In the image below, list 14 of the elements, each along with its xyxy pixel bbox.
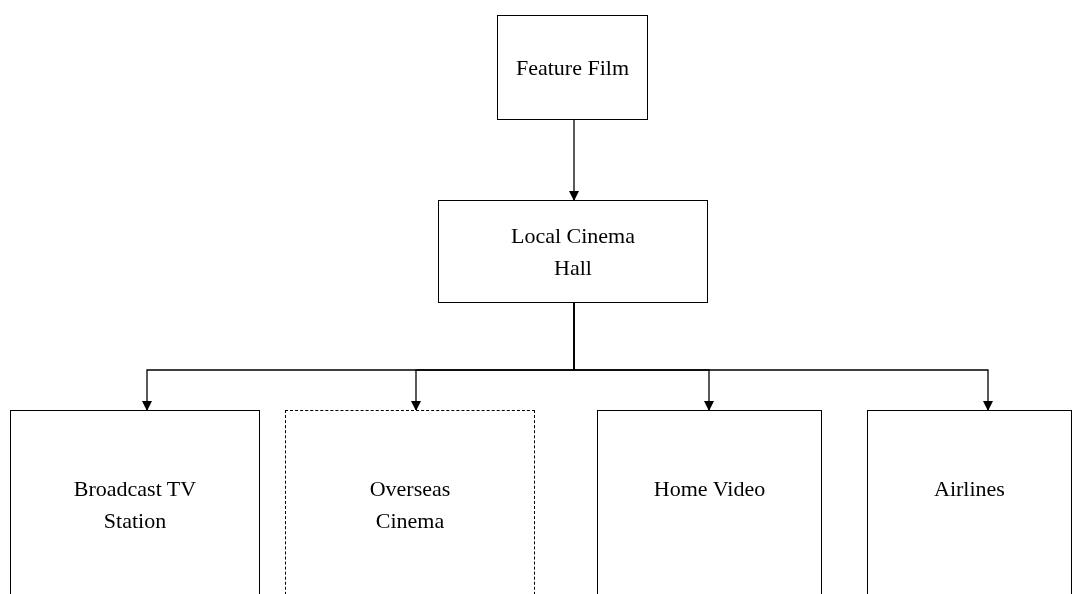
box-label: Overseas Cinema	[368, 475, 452, 535]
box-label: Airlines	[933, 475, 1006, 503]
arrow	[569, 119, 579, 201]
process-box	[497, 15, 648, 120]
process-box	[597, 410, 822, 594]
process-box	[10, 410, 260, 594]
box-label: Local Cinema Hall	[510, 221, 636, 282]
process-box	[867, 410, 1072, 594]
box-label: Broadcast TV Station	[72, 475, 198, 535]
process-box	[285, 410, 535, 594]
box-label: Feature Film	[514, 53, 630, 82]
process-box	[438, 200, 708, 303]
box-label: Home Video	[652, 475, 767, 503]
arrow	[573, 302, 993, 411]
